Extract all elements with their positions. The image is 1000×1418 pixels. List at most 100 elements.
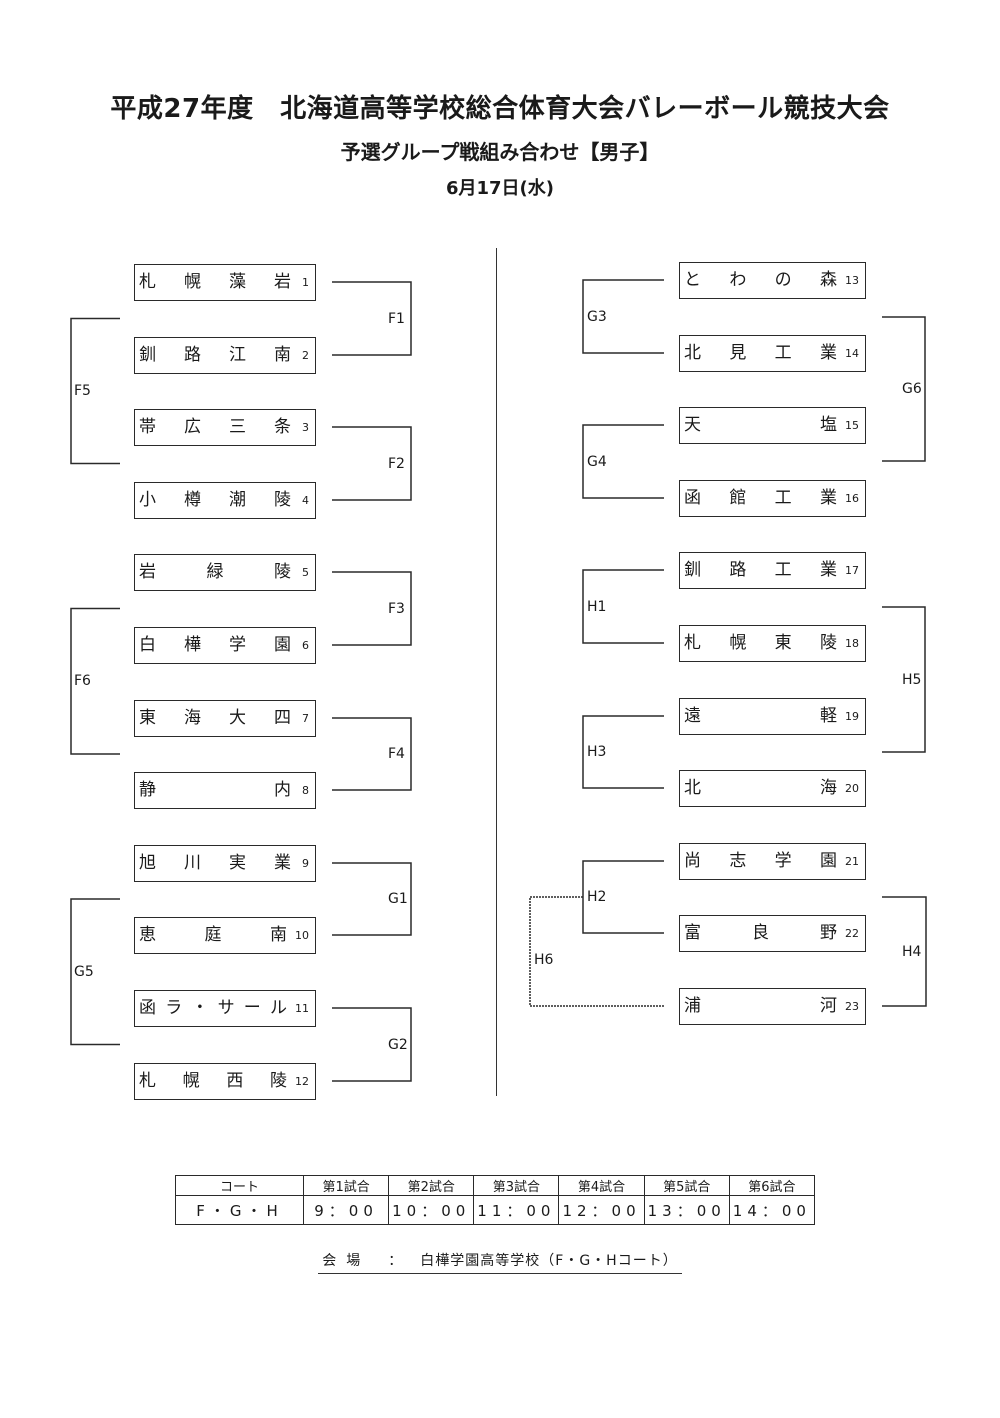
team-number: 20	[845, 782, 859, 795]
team-name: 札幌東陵	[684, 633, 837, 653]
team-name: 札幌藻岩	[139, 272, 291, 292]
team-number: 1	[302, 276, 309, 289]
team-box: 小樽潮陵 4	[134, 482, 316, 519]
match-label-g3: G3	[586, 308, 608, 325]
schedule-row: F・G・H 9：00 10：00 11：00 12：00 13：00 14：00	[175, 1195, 816, 1225]
team-number: 4	[302, 494, 309, 507]
team-box: 天塩 15	[679, 407, 866, 444]
team-number: 23	[845, 1000, 859, 1013]
team-name: 恵庭南	[139, 925, 287, 945]
team-number: 9	[302, 857, 309, 870]
venue-separator: ：	[388, 1253, 403, 1269]
team-number: 7	[302, 712, 309, 725]
schedule-header-match6: 第6試合	[728, 1175, 816, 1196]
venue-underline: 会場 ： 白樺学園高等学校（F・G・Hコート）	[318, 1250, 682, 1274]
team-name: 釧路工業	[684, 560, 837, 580]
center-divider	[496, 248, 497, 1096]
team-name: 釧路江南	[139, 345, 291, 365]
schedule-time-6: 14：00	[728, 1195, 816, 1225]
team-name: 静内	[139, 780, 291, 800]
team-number: 5	[302, 566, 309, 579]
schedule-time-3: 11：00	[473, 1195, 560, 1225]
team-number: 8	[302, 784, 309, 797]
match-label-f3: F3	[387, 600, 406, 617]
match-label-g6: G6	[901, 381, 923, 397]
match-label-f6: F6	[73, 673, 92, 690]
team-name: 小樽潮陵	[139, 490, 291, 510]
team-name: 富良野	[684, 923, 837, 943]
team-name: 函館工業	[684, 488, 837, 508]
team-box: 遠軽 19	[679, 698, 866, 735]
match-label-g1: G1	[387, 891, 409, 907]
team-box: 釧路江南 2	[134, 337, 316, 374]
team-number: 17	[845, 564, 859, 577]
team-number: 2	[302, 349, 309, 362]
match-label-f4: F4	[387, 746, 406, 762]
venue-name: 白樺学園高等学校（F・G・Hコート）	[420, 1253, 678, 1269]
schedule-header-match2: 第2試合	[388, 1175, 475, 1196]
schedule-header-match4: 第4試合	[558, 1175, 645, 1196]
schedule-header-row: コート 第1試合 第2試合 第3試合 第4試合 第5試合 第6試合	[175, 1175, 816, 1196]
team-box: 富良野 22	[679, 915, 866, 952]
schedule-header-match1: 第1試合	[302, 1175, 390, 1196]
match-label-h1: H1	[586, 598, 608, 615]
team-name: 浦河	[684, 996, 837, 1016]
team-number: 12	[295, 1075, 309, 1088]
team-box: 札幌藻岩 1	[134, 264, 316, 301]
team-number: 18	[845, 637, 859, 650]
match-label-f5: F5	[73, 383, 92, 399]
schedule-table: コート 第1試合 第2試合 第3試合 第4試合 第5試合 第6試合 F・G・H …	[175, 1175, 816, 1225]
schedule-time-4: 12：00	[558, 1195, 645, 1225]
schedule-time-2: 10：00	[388, 1195, 475, 1225]
team-box: 岩緑陵 5	[134, 554, 316, 591]
match-label-h3: H3	[586, 744, 608, 760]
venue-label: 会場	[322, 1253, 371, 1269]
team-number: 10	[295, 929, 309, 942]
match-label-h2: H2	[586, 889, 608, 905]
team-box: 恵庭南 10	[134, 917, 316, 954]
team-box: とわの森 13	[679, 262, 866, 299]
team-box: 函館工業 16	[679, 480, 866, 517]
team-number: 6	[302, 639, 309, 652]
match-date: 6月17日(水)	[445, 178, 555, 199]
match-label-h5: H5	[901, 671, 923, 688]
team-name: 白樺学園	[139, 635, 291, 655]
team-number: 16	[845, 492, 859, 505]
match-label-h4: H4	[901, 943, 923, 960]
schedule-time-1: 9：00	[302, 1195, 390, 1225]
page-title: 平成27年度 北海道高等学校総合体育大会バレーボール競技大会	[110, 94, 890, 124]
team-number: 15	[845, 419, 859, 432]
team-number: 21	[845, 855, 859, 868]
team-number: 22	[845, 927, 859, 940]
team-box: 静内 8	[134, 772, 316, 809]
match-label-g2: G2	[387, 1036, 409, 1053]
schedule-header-match3: 第3試合	[473, 1175, 560, 1196]
team-name: とわの森	[684, 270, 837, 290]
match-label-f1: F1	[387, 310, 406, 327]
team-name: 岩緑陵	[139, 562, 291, 582]
team-name: 旭川実業	[139, 853, 291, 873]
team-box: 釧路工業 17	[679, 552, 866, 589]
team-box: 旭川実業 9	[134, 845, 316, 882]
schedule-time-5: 13：00	[643, 1195, 730, 1225]
schedule-header-court: コート	[175, 1175, 304, 1196]
team-name: 尚志学園	[684, 851, 837, 871]
team-box: 帯広三条 3	[134, 409, 316, 446]
team-number: 19	[845, 710, 859, 723]
match-label-g5: G5	[73, 963, 95, 980]
team-number: 3	[302, 421, 309, 434]
schedule-header-match5: 第5試合	[643, 1175, 730, 1196]
match-label-g4: G4	[586, 453, 608, 470]
team-name: 天塩	[684, 415, 837, 435]
team-name: 帯広三条	[139, 417, 291, 437]
team-name: 北海	[684, 778, 837, 798]
match-label-f2: F2	[387, 455, 406, 472]
team-name: 遠軽	[684, 706, 837, 726]
team-number: 13	[845, 274, 859, 287]
team-box: 白樺学園 6	[134, 627, 316, 664]
team-box: 尚志学園 21	[679, 843, 866, 880]
team-name: 函ラ・サール	[139, 998, 287, 1018]
